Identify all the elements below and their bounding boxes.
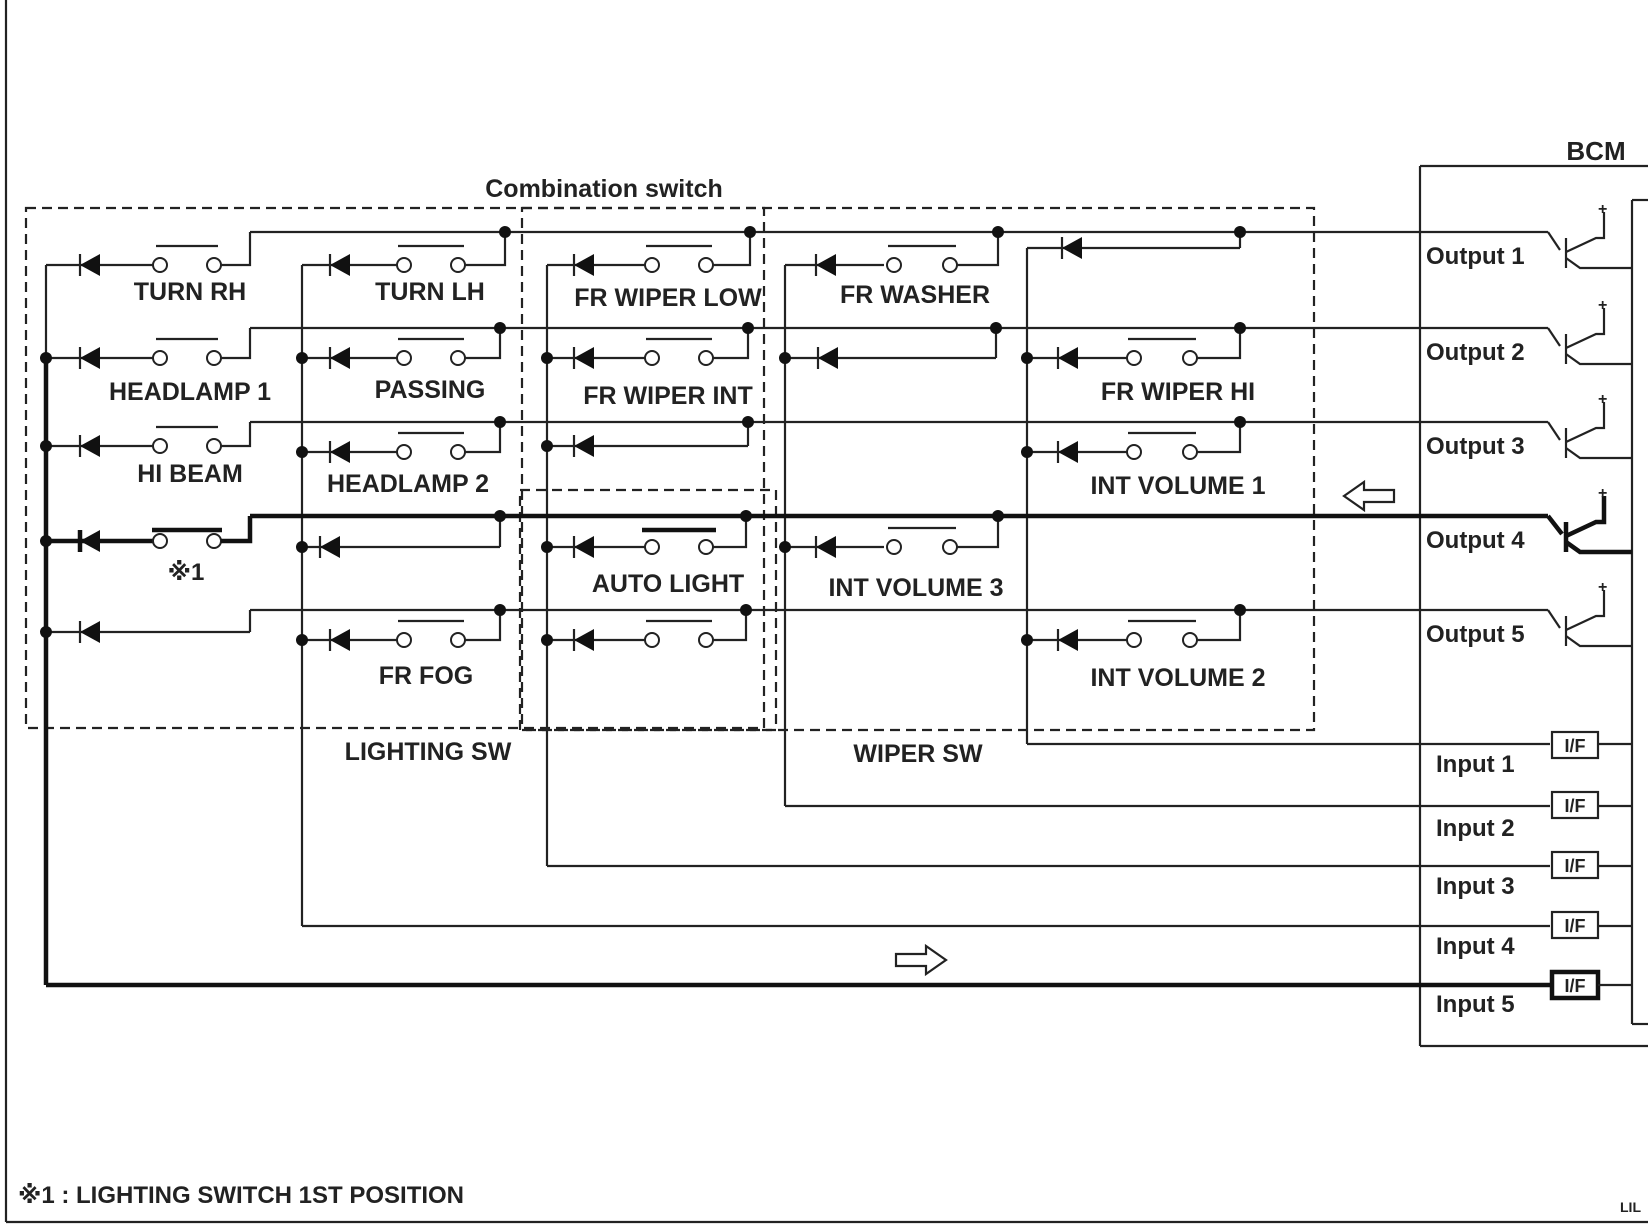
svg-text:I/F: I/F <box>1565 736 1586 756</box>
signal-direction-arrow-left <box>1342 479 1396 513</box>
label-output-1: Output 1 <box>1426 243 1525 270</box>
label-int-volume3: INT VOLUME 3 <box>828 574 1003 602</box>
label-turn-lh: TURN LH <box>375 278 485 306</box>
switch-headlamp1 <box>40 328 252 369</box>
bcm-label: BCM <box>1566 136 1625 166</box>
switch-fr-wiper-int <box>541 322 754 369</box>
label-turn-rh: TURN RH <box>134 278 247 306</box>
output5-transistor: + <box>1547 579 1632 648</box>
label-int-volume2: INT VOLUME 2 <box>1090 664 1265 692</box>
label-input-3: Input 3 <box>1436 873 1515 900</box>
label-headlamp2: HEADLAMP 2 <box>327 470 489 498</box>
interface-block-4: I/F <box>1550 910 1632 940</box>
svg-text:I/F: I/F <box>1565 796 1586 816</box>
label-fr-wiper-int: FR WIPER INT <box>583 382 752 410</box>
label-output-2: Output 2 <box>1426 339 1525 366</box>
svg-text:+: + <box>1598 579 1607 596</box>
diode-output3-wiper <box>541 416 754 457</box>
label-int-volume1: INT VOLUME 1 <box>1090 472 1265 500</box>
svg-text:+: + <box>1598 201 1607 218</box>
svg-text:I/F: I/F <box>1565 856 1586 876</box>
interface-block-3: I/F <box>1550 850 1632 880</box>
svg-text:+: + <box>1598 485 1607 502</box>
label-lighting-sw: LIGHTING SW <box>345 738 512 766</box>
diode-output2-washer <box>779 322 1002 369</box>
combination-switch-title: Combination switch <box>485 175 723 203</box>
switch-turn-lh <box>300 226 511 358</box>
combination-switch-outline <box>24 206 766 730</box>
diode-output4-lighting <box>296 510 506 558</box>
switch-auto-light-fog <box>541 604 752 651</box>
signal-direction-arrow-right <box>894 943 948 977</box>
label-input-4: Input 4 <box>1436 933 1515 960</box>
label-wiper-sw: WIPER SW <box>853 740 983 768</box>
output2-transistor: + <box>1547 297 1632 366</box>
switch-int-volume1 <box>1021 416 1246 463</box>
label-fr-wiper-low: FR WIPER LOW <box>574 284 762 312</box>
label-fr-fog: FR FOG <box>379 662 473 690</box>
output4-transistor: + <box>1546 485 1632 555</box>
switch-turn-rh <box>44 232 252 358</box>
svg-text:I/F: I/F <box>1565 916 1586 936</box>
output3-transistor: + <box>1547 391 1632 460</box>
switch-fr-fog <box>296 604 506 651</box>
switch-fr-washer <box>783 226 1004 358</box>
label-input-1: Input 1 <box>1436 751 1515 778</box>
label-hi-beam: HI BEAM <box>137 460 243 488</box>
switch-fr-wiper-low <box>545 226 756 358</box>
switch-passing <box>296 322 506 369</box>
svg-text:+: + <box>1598 391 1607 408</box>
interface-block-5: I/F <box>1549 969 1632 1001</box>
diode-output5-lighting <box>40 610 252 643</box>
interface-block-2: I/F <box>1550 790 1632 820</box>
label-output-5: Output 5 <box>1426 621 1525 648</box>
switch-auto-light <box>541 510 752 558</box>
label-note-marker: ※1 <box>168 559 205 586</box>
switch-headlamp2 <box>296 416 506 463</box>
label-input-5: Input 5 <box>1436 991 1515 1018</box>
label-passing: PASSING <box>375 376 486 404</box>
switch-lighting-1st <box>40 516 253 552</box>
corner-code: LIL <box>1620 1199 1641 1215</box>
switch-fr-wiper-hi <box>1021 322 1246 369</box>
output1-transistor: + <box>1547 201 1632 270</box>
svg-text:+: + <box>1598 297 1607 314</box>
label-headlamp1: HEADLAMP 1 <box>109 378 271 406</box>
switch-int-volume3 <box>779 510 1004 558</box>
label-fr-washer: FR WASHER <box>840 281 990 309</box>
label-input-2: Input 2 <box>1436 815 1515 842</box>
label-fr-wiper-hi: FR WIPER HI <box>1101 378 1255 406</box>
interface-block-1: I/F <box>1550 730 1632 760</box>
svg-text:I/F: I/F <box>1565 976 1586 996</box>
diode-output1-wiper <box>1027 226 1246 259</box>
label-output-3: Output 3 <box>1426 433 1525 460</box>
switch-hi-beam <box>40 422 252 457</box>
label-auto-light: AUTO LIGHT <box>592 570 744 598</box>
switch-int-volume2 <box>1021 604 1246 651</box>
footnote: ※1 : LIGHTING SWITCH 1ST POSITION <box>18 1182 464 1209</box>
label-output-4: Output 4 <box>1426 527 1525 554</box>
